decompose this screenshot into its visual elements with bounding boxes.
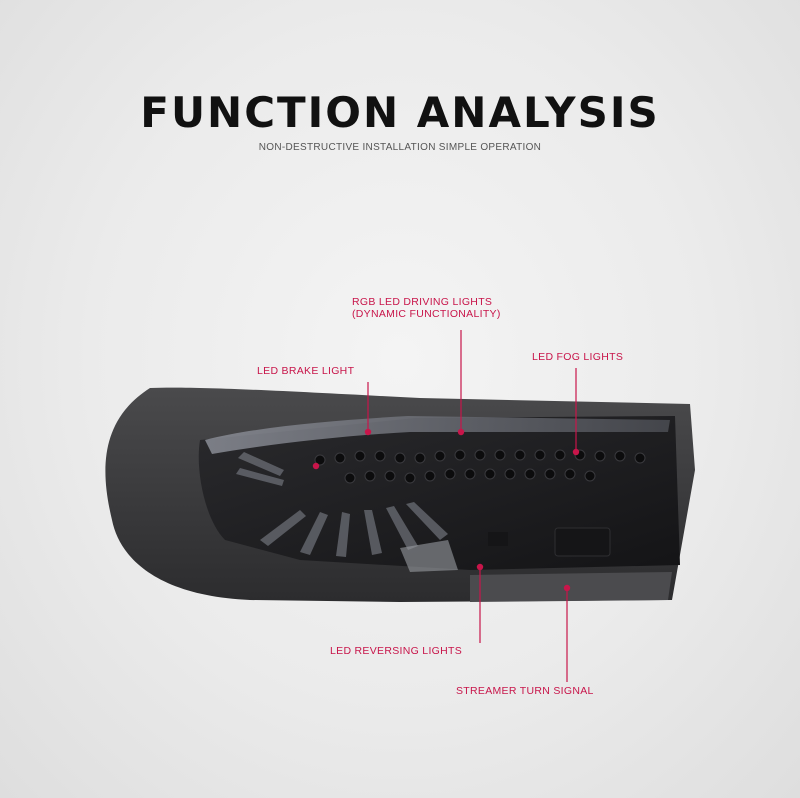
brake-leader-dot — [364, 428, 372, 436]
turn-signal-bar — [470, 572, 672, 602]
callout-turn: STREAMER TURN SIGNAL — [456, 685, 594, 697]
callout-rgb-line2: (DYNAMIC FUNCTIONALITY) — [352, 308, 501, 320]
callout-reversing: LED REVERSING LIGHTS — [330, 645, 463, 657]
page-subtitle: NON-DESTRUCTIVE INSTALLATION SIMPLE OPER… — [258, 142, 542, 153]
turn-leader-dot — [563, 584, 571, 592]
callout-rgb-line1: RGB LED DRIVING LIGHTS — [352, 296, 493, 308]
page-title: FUNCTION ANALYSIS — [140, 88, 660, 137]
reverse-lens — [400, 540, 458, 572]
fan-blades — [236, 452, 448, 557]
rgb-leader-dot — [457, 428, 465, 436]
callout-rgb: RGB LED DRIVING LIGHTS (DYNAMIC FUNCTION… — [352, 296, 501, 320]
fog-leader-dot — [572, 448, 580, 456]
driving-light-strip — [205, 416, 670, 454]
callout-fog: LED FOG LIGHTS — [532, 351, 624, 363]
led-dots — [314, 449, 646, 484]
reversing-leader-dot — [476, 563, 484, 571]
connector — [554, 527, 611, 557]
callout-brake: LED BRAKE LIGHT — [257, 365, 355, 377]
brake-dot-2 — [312, 462, 320, 470]
